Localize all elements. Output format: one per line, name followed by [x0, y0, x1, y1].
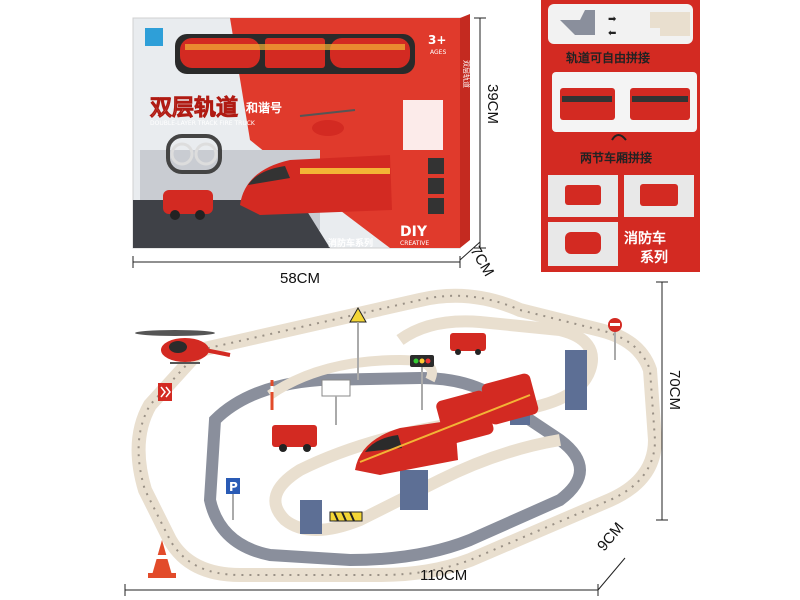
middle-track	[203, 371, 586, 567]
fire-series-label-2: 系列	[640, 249, 668, 266]
set-depth-label: 9CM	[594, 519, 627, 554]
pillar-1	[565, 350, 587, 410]
train-car-right	[630, 88, 690, 120]
diy-sub: CREATIVE	[400, 240, 429, 247]
age-badge: 3+	[428, 33, 446, 47]
parking-sign: P	[226, 478, 240, 520]
set-height-label: 70CM	[666, 370, 683, 410]
track-piece-grey	[560, 10, 595, 35]
outer-track	[131, 288, 663, 582]
feature-panel: ➡ ⬅ 轨道可自由拼接 两节车厢拼接 消防车 系列	[541, 0, 700, 272]
stop-sign	[608, 318, 622, 360]
box-title: 双层轨道	[150, 95, 238, 121]
info-sign	[321, 379, 351, 425]
pillar-3	[300, 500, 322, 534]
box-fire-truck	[163, 190, 213, 214]
coupling-arrow-icon	[611, 134, 627, 141]
train-car-left	[560, 88, 615, 120]
box-side	[460, 14, 470, 248]
helicopter	[135, 330, 231, 364]
track-caption: 轨道可自由拼接	[566, 50, 650, 65]
inner-oval-track	[267, 354, 437, 400]
fire-series-label-1: 消防车	[624, 230, 666, 247]
box-helicopter	[312, 120, 344, 136]
box-track-loop	[166, 134, 222, 174]
traffic-cone	[148, 540, 176, 578]
box-depth-label: 7CM	[467, 244, 498, 280]
box-width-label: 58CM	[280, 270, 320, 287]
box-series: 消防车系列	[328, 237, 373, 249]
brand-logo	[145, 28, 163, 46]
box-inset	[403, 100, 443, 150]
set-width-label: 110CM	[420, 567, 467, 584]
diy-label: DIY	[400, 224, 428, 240]
barrier-sign	[329, 511, 363, 522]
track-piece-cream	[650, 12, 690, 36]
traffic-light	[410, 355, 434, 410]
track-set: P	[131, 288, 663, 582]
fire-truck-1	[272, 425, 317, 452]
toy-box: 双层轨道 双层轨道 和谐号 DOUBLE-LAYER TRACK FIRE TR…	[132, 14, 471, 249]
age-badge-sub: AGES	[430, 49, 446, 56]
arrow-left-icon: ⬅	[608, 28, 616, 39]
box-title-en: DOUBLE-LAYER TRACK FIRE TRUCK	[150, 120, 256, 127]
car-caption: 两节车厢拼接	[580, 150, 652, 165]
box-height-label: 39CM	[484, 84, 501, 124]
arrow-right-icon: ➡	[608, 14, 617, 25]
bullet-train	[355, 373, 539, 475]
pillar-2	[400, 470, 428, 510]
box-side-label: 双层轨道	[462, 60, 471, 88]
box-title-sub: 和谐号	[245, 100, 282, 115]
fire-truck-2	[450, 333, 486, 355]
box-dimensions	[132, 17, 486, 268]
elevated-track	[269, 315, 598, 536]
svg-text:P: P	[229, 480, 238, 494]
chevron-sign	[158, 383, 172, 401]
warning-sign	[349, 306, 367, 380]
set-dimensions	[124, 281, 668, 596]
